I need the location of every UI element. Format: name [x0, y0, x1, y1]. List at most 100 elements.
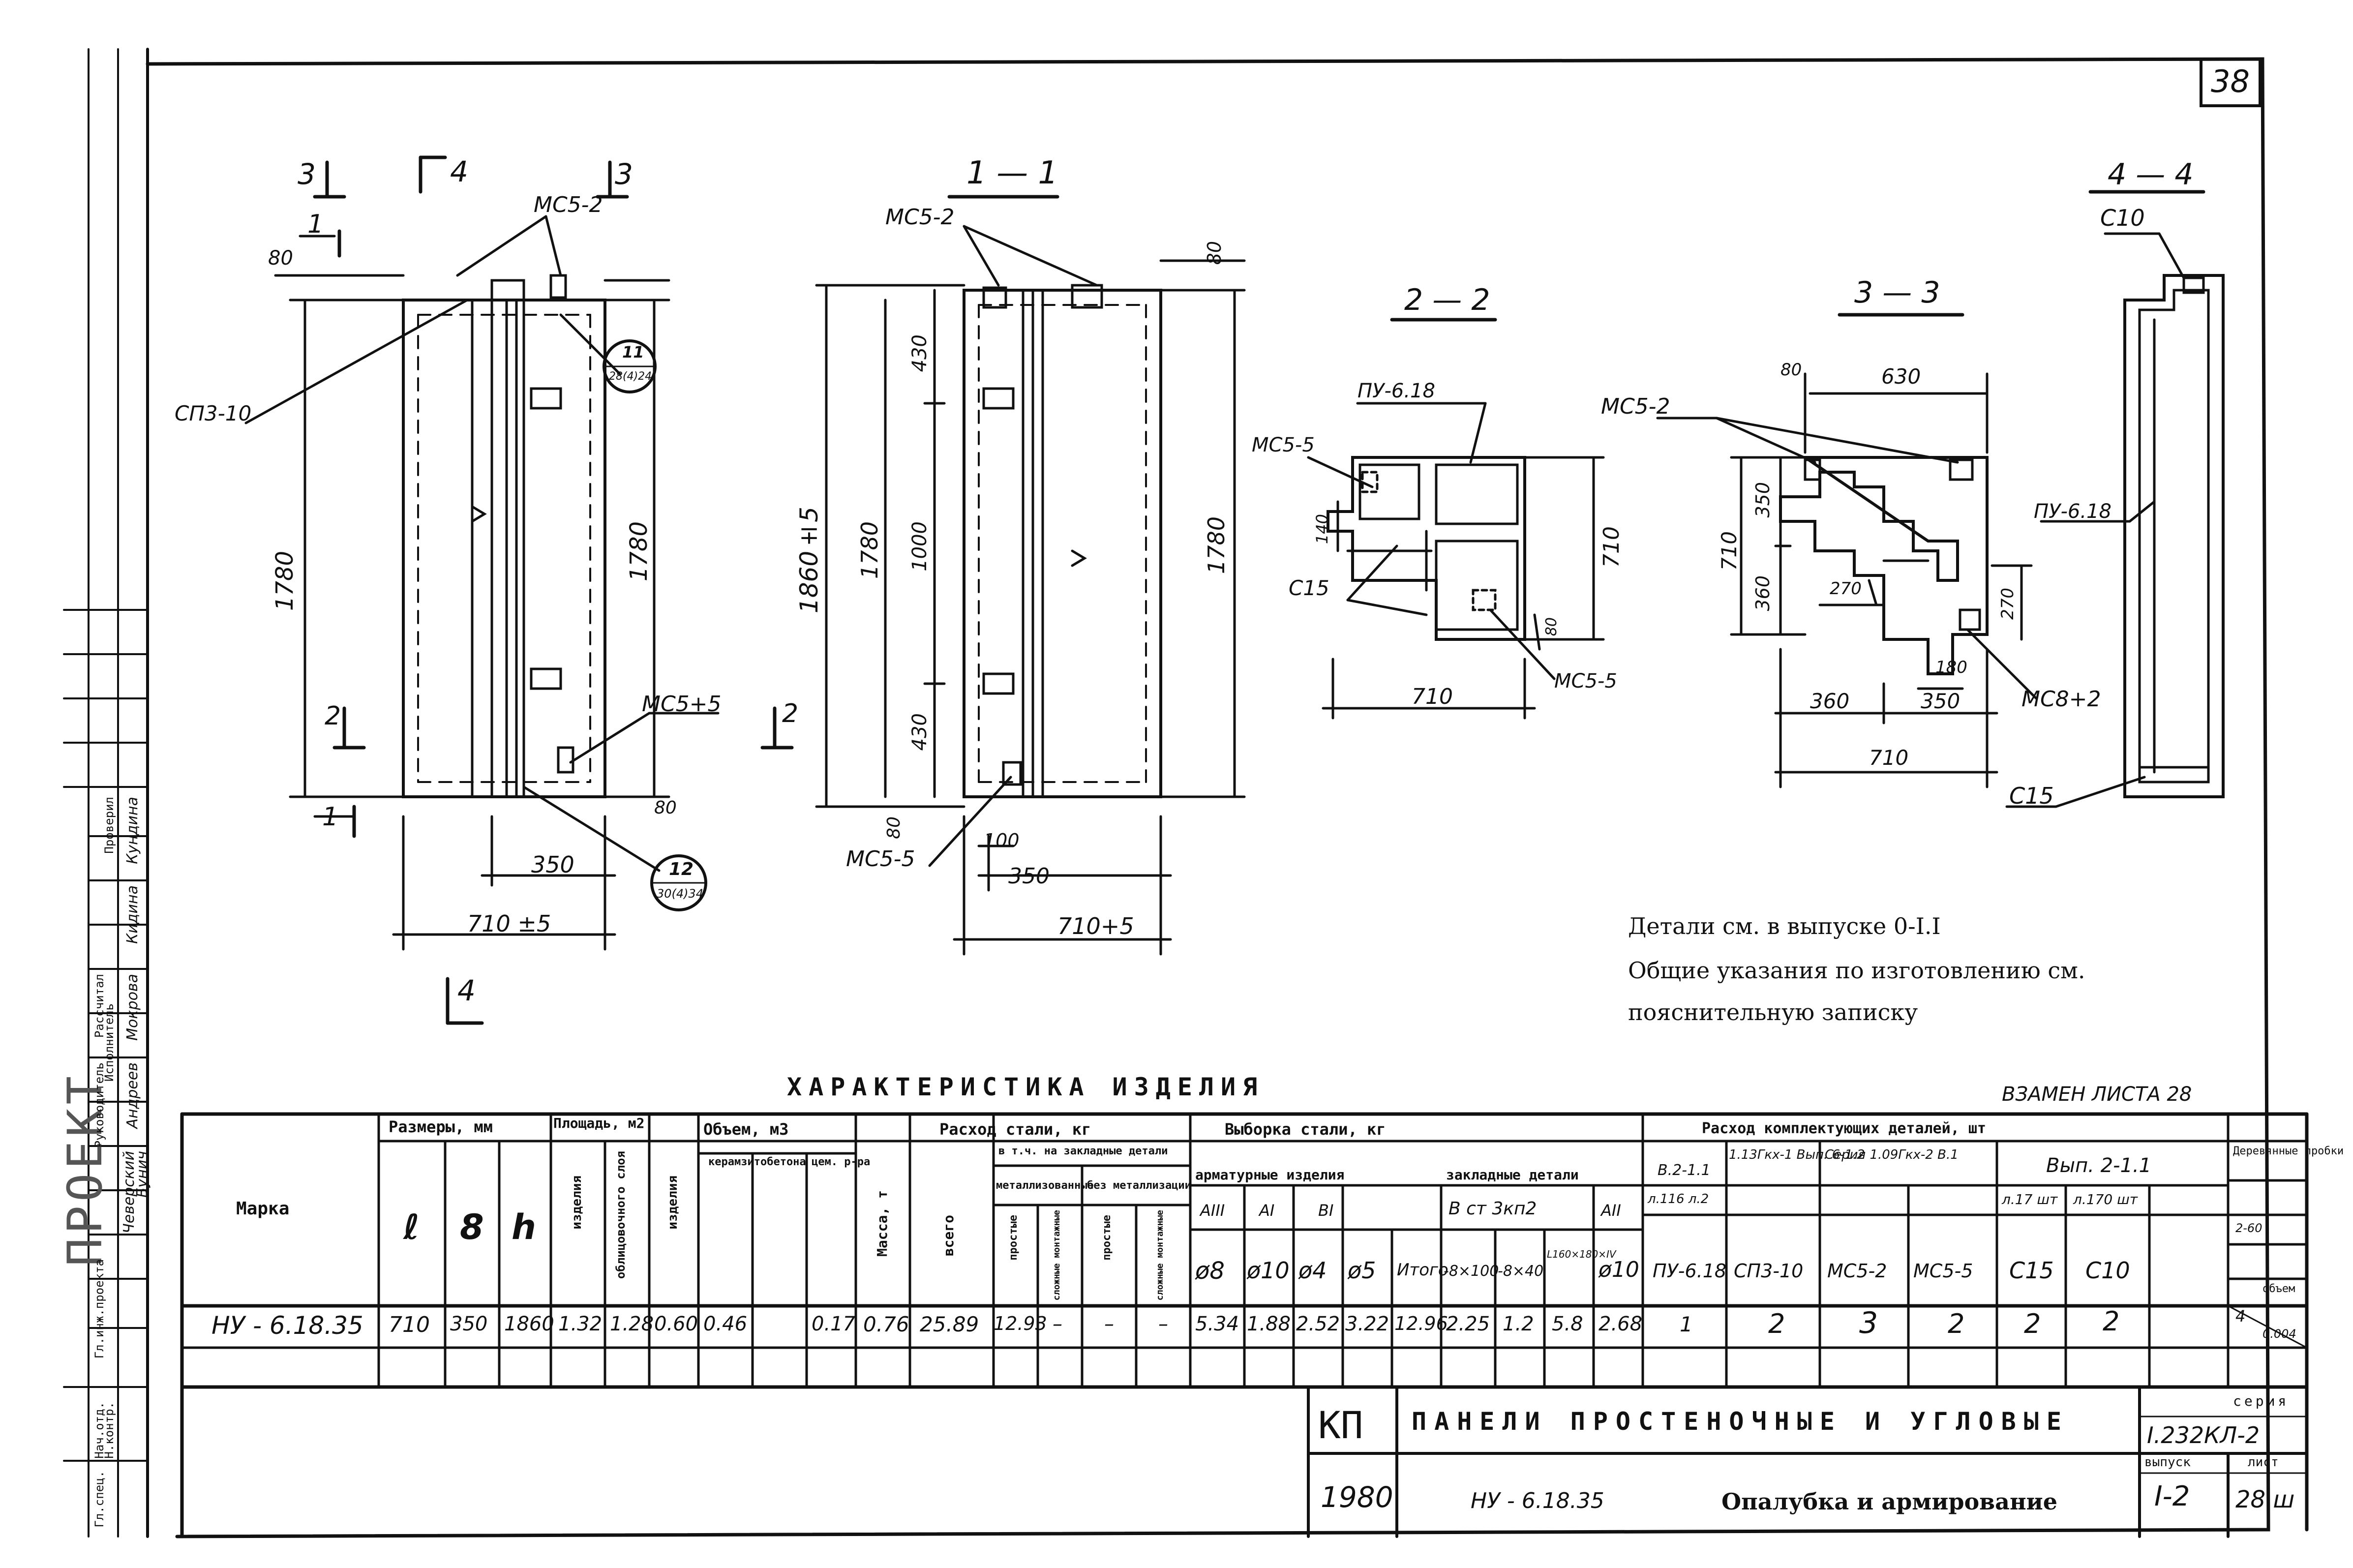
- note-line-2: Общие указания по изготовлению см.: [1628, 957, 2085, 984]
- title-subtitle: Опалубка и армирование: [1721, 1488, 2057, 1515]
- s33-dim-360-h: 360: [1810, 689, 1850, 713]
- cell-b: 350: [450, 1313, 488, 1335]
- cut-2-left: 2: [325, 701, 341, 731]
- title-series-label: серия: [2233, 1393, 2290, 1409]
- th-vol-cement: цем. р-ра: [812, 1156, 871, 1168]
- th-wood-vol: объем: [2262, 1283, 2295, 1295]
- cut-2-right: 2: [782, 699, 799, 728]
- th-a2: АII: [1601, 1201, 1621, 1220]
- cell-d8: 5.34: [1195, 1313, 1239, 1335]
- th-c-pu: ПУ-6.18: [1653, 1260, 1727, 1282]
- cell-h: 1860: [504, 1313, 554, 1335]
- section-1-1-title: 1 — 1: [966, 155, 1058, 191]
- th-d10: ø10: [1247, 1257, 1290, 1284]
- sheet-frame: [146, 57, 2270, 1538]
- dim-width: 710 ±5: [467, 910, 551, 937]
- th-h: h: [512, 1207, 536, 1247]
- cell-total: 12.96: [1394, 1313, 1448, 1334]
- title-kp: КП: [1318, 1403, 1363, 1447]
- th-c-sp: СП3-10: [1734, 1260, 1804, 1282]
- th-c-mc55: МС5-5: [1913, 1260, 1973, 1282]
- s44-label-c10: С10: [2100, 205, 2145, 231]
- th-embedded-parts: закладные детали: [1446, 1167, 1579, 1183]
- sheet-number: 38: [2211, 63, 2250, 99]
- cell-mass: 0.76: [863, 1312, 909, 1336]
- s33-dim-270-a: 270: [1830, 579, 1862, 599]
- s33-label-mc8-2: МС8+2: [2021, 687, 2101, 712]
- s11-dim-80-bottom: 80: [884, 816, 904, 839]
- stamp-sig-2: Бунич: [134, 1151, 151, 1198]
- note-line-3: пояснительную записку: [1628, 999, 1918, 1025]
- stamp-strip-lines: [63, 48, 149, 1538]
- th-d10b: ø10: [1599, 1257, 1639, 1282]
- th-area: Площадь, м2: [553, 1115, 645, 1131]
- th-wood-sub: 2-60: [2235, 1221, 2262, 1235]
- section-4-4-title: 4 — 4: [2108, 157, 2194, 192]
- th-b1: ВI: [1318, 1201, 1334, 1220]
- th-area-item: изделия: [570, 1176, 584, 1230]
- section-3-3-title: 3 — 3: [1854, 275, 1940, 310]
- th-mass: Масса, т: [874, 1190, 890, 1257]
- s33-dim-270-b: 270: [1998, 588, 2018, 620]
- cut-3-left: 3: [298, 157, 316, 191]
- s11-dim-1780: 1780: [856, 521, 883, 579]
- th-vol-item: изделия: [665, 1176, 680, 1230]
- s11-label-mc5-5: МС5-5: [846, 846, 915, 872]
- th-steel-nonmetal: без металлизации: [1087, 1179, 1191, 1192]
- section-3-3-lines: [1656, 313, 2038, 788]
- table-replaces: ВЗАМЕН ЛИСТА 28: [2002, 1083, 2192, 1106]
- table-title: ХАРАКТЕРИСТИКА ИЗДЕЛИЯ: [787, 1073, 1265, 1101]
- s33-dim-350-h: 350: [1921, 689, 1961, 713]
- th-steel-total: всего: [940, 1215, 957, 1257]
- th-total: Итого: [1397, 1260, 1448, 1280]
- s22-label-c15: С15: [1289, 576, 1329, 600]
- cell-c-sp: 2: [1768, 1308, 1785, 1339]
- th-a3: АIII: [1200, 1201, 1225, 1220]
- s44-label-pu: ПУ-6.18: [2034, 500, 2112, 523]
- front-view-lines: [244, 155, 794, 1025]
- section-1-1-lines: [815, 195, 1246, 956]
- dim-height-left: 1780: [271, 551, 299, 611]
- cell-p3: 5.8: [1552, 1313, 1583, 1335]
- cell-vol-cement: 0.17: [812, 1313, 856, 1335]
- callout-11-sheet: 28(4)24: [609, 370, 652, 383]
- dim-80-top: 80: [268, 247, 293, 270]
- s33-dim-180: 180: [1935, 658, 1967, 677]
- title-series: I.232КЛ-2: [2147, 1422, 2260, 1448]
- th-marka: Марка: [236, 1199, 290, 1219]
- cell-steel-nm-simple: –: [1104, 1313, 1114, 1335]
- th-steel-select: Выборка стали, кг: [1225, 1120, 1386, 1139]
- cell-steel-complex: –: [1053, 1313, 1062, 1335]
- s11-dim-width: 710+5: [1057, 913, 1134, 939]
- th-rebar-items: арматурные изделия: [1195, 1167, 1345, 1183]
- th-b: 8: [460, 1207, 484, 1247]
- cell-d10: 1.88: [1247, 1313, 1291, 1335]
- th-c-g2: 1.13Гкх-1 Вып. 6-1.2: [1729, 1147, 1865, 1162]
- cell-c-mc52: 3: [1859, 1306, 1878, 1340]
- th-sizes: Размеры, мм: [389, 1117, 493, 1136]
- section-2-2-lines: [1307, 318, 1605, 720]
- th-a1: АI: [1259, 1201, 1275, 1220]
- s11-dim-1000: 1000: [908, 521, 931, 572]
- cell-area-item: 1.32: [558, 1313, 603, 1335]
- cell-c-c15: 2: [2024, 1308, 2041, 1339]
- s44-label-c15: С15: [2009, 783, 2054, 809]
- th-steel-metal: металлизованные: [996, 1179, 1094, 1192]
- cut-4-bottom: 4: [457, 974, 476, 1007]
- th-c-c15: С15: [2009, 1257, 2054, 1284]
- th-vst: В ст 3кп2: [1448, 1199, 1537, 1219]
- s11-dim-430-top: 430: [908, 334, 931, 372]
- s11-dim-right: 1780: [1203, 516, 1230, 574]
- section-2-2-title: 2 — 2: [1404, 283, 1490, 317]
- dim-80-bottom: 80: [654, 798, 677, 818]
- cell-vol-item: 0.60: [654, 1313, 698, 1335]
- cell-marka: НУ - 6.18.35: [211, 1311, 363, 1340]
- title-issue-label: выпуск: [2144, 1455, 2191, 1470]
- s11-dim-350: 350: [1008, 864, 1050, 889]
- stamp-role-7: Гл.спец.: [92, 1471, 106, 1528]
- cut-1-top: 1: [307, 210, 324, 239]
- cell-d5: 3.22: [1345, 1313, 1389, 1335]
- cell-c-mc55: 2: [1948, 1308, 1965, 1339]
- cell-d10b: 2.68: [1599, 1313, 1643, 1335]
- th-c-g4b: л.170 шт: [2073, 1191, 2138, 1207]
